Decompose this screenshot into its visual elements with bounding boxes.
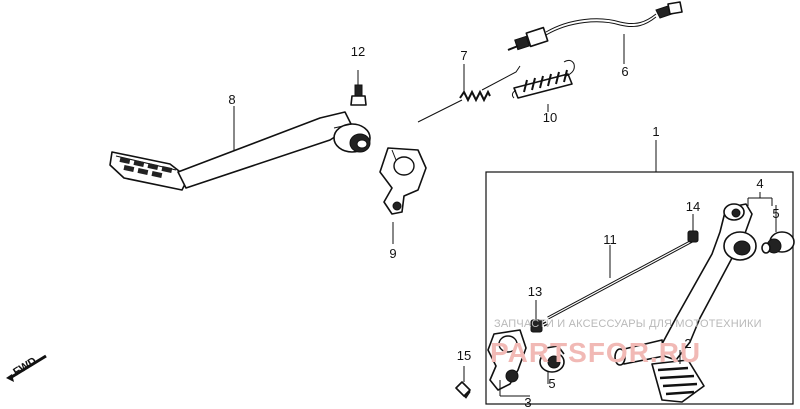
callout-7: 7 [460, 48, 467, 63]
nut-13-part [530, 300, 543, 333]
callout-2: 2 [684, 336, 691, 351]
assembly-box [485, 171, 794, 405]
watermark-logo: PARTSFOR.RU [490, 337, 701, 368]
callout-labels: 1 2 3 4 5 5 6 7 8 9 10 11 12 13 14 15 [228, 44, 779, 409]
callout-5-left: 5 [548, 376, 555, 391]
callout-8: 8 [228, 92, 235, 107]
callout-14: 14 [686, 199, 700, 214]
bushing-5-right-part [761, 231, 795, 254]
watermark-tagline: ЗАПЧАСТИ И АКСЕССУАРЫ ДЛЯ МОТОТЕХНИКИ [494, 318, 762, 330]
joint-3-part [487, 329, 527, 391]
gear-pedal-part [109, 111, 371, 191]
bolt-12-part [350, 70, 367, 106]
shift-lever-part [614, 203, 757, 403]
bracket-9-part [379, 147, 427, 215]
switch-6-part [507, 1, 683, 51]
fwd-arrow: FWD [6, 354, 47, 382]
callout-13: 13 [528, 284, 542, 299]
leader-lines [233, 34, 777, 397]
nut-14-part [687, 214, 699, 243]
callout-5-right: 5 [772, 206, 779, 221]
callout-6: 6 [621, 64, 628, 79]
callout-9: 9 [389, 246, 396, 261]
spring-7-part [417, 65, 521, 123]
callout-10: 10 [543, 110, 557, 125]
callout-12: 12 [351, 44, 365, 59]
shift-rod-11-part [539, 238, 695, 327]
callout-3: 3 [524, 395, 531, 409]
fwd-label: FWD [11, 355, 39, 378]
bolt-15-part [455, 366, 471, 399]
callout-15: 15 [457, 348, 471, 363]
bushing-5-left-part [539, 345, 565, 373]
callout-4: 4 [756, 176, 763, 191]
spring-10-part [511, 59, 575, 99]
callout-11: 11 [603, 232, 617, 247]
callout-1: 1 [652, 124, 659, 139]
